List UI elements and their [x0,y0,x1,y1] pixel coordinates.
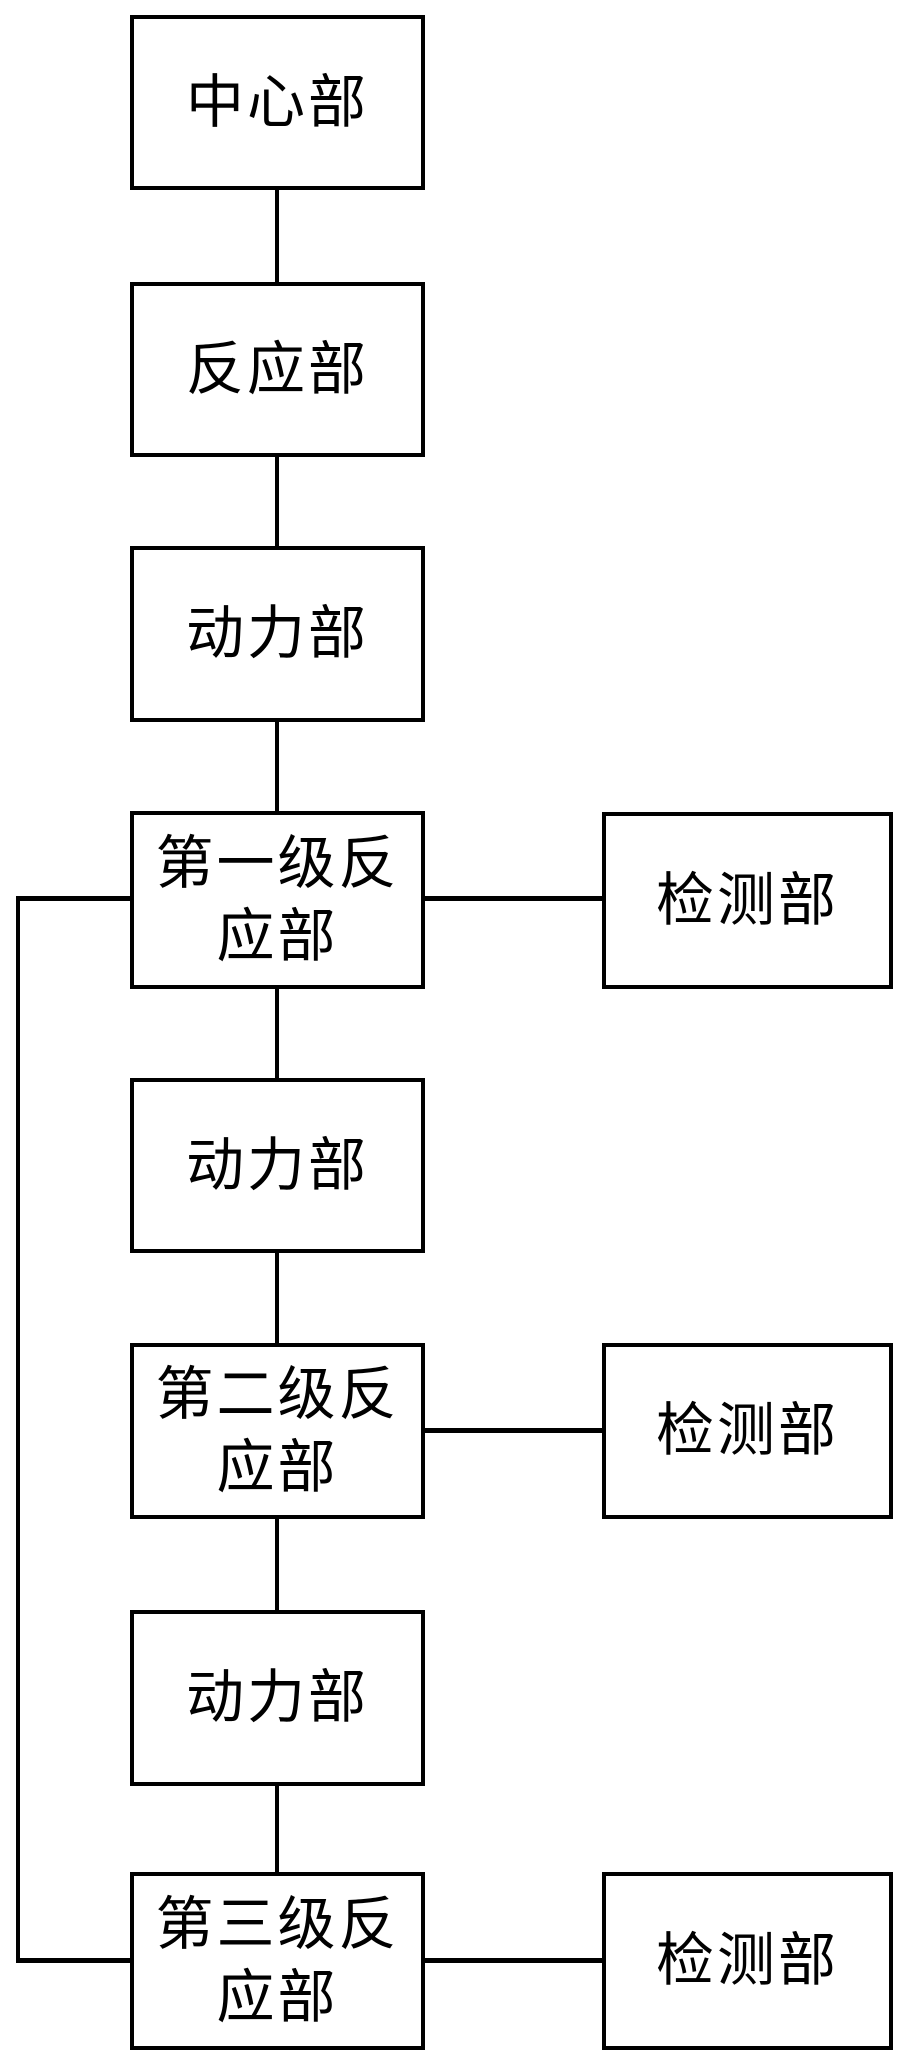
node-detection-unit-3-label: 检测部 [655,1928,839,1994]
node-detection-unit-2-label: 检测部 [655,1398,839,1464]
node-stage1-reaction-unit-label: 第一级反 应部 [155,830,400,969]
node-center-unit-label: 中心部 [185,69,369,135]
node-power-unit-1: 动力部 [130,546,425,722]
node-center-unit: 中心部 [130,15,425,190]
connector-stage3-to-detection3 [425,1958,602,1963]
connector-power3-to-stage3 [275,1786,279,1872]
node-detection-unit-2: 检测部 [602,1343,893,1519]
feedback-line-vertical-segment [16,896,20,1963]
node-stage1-reaction-unit: 第一级反 应部 [130,811,425,989]
node-reaction-unit-label: 反应部 [185,336,369,402]
node-power-unit-2: 动力部 [130,1078,425,1253]
node-stage2-reaction-unit: 第二级反 应部 [130,1343,425,1519]
feedback-line-bottom-segment [16,1958,130,1963]
node-stage3-reaction-unit: 第三级反 应部 [130,1872,425,2050]
node-power-unit-3-label: 动力部 [185,1665,369,1731]
node-stage2-reaction-unit-label: 第二级反 应部 [155,1361,400,1500]
connector-stage2-to-detection2 [425,1428,602,1433]
connector-stage1-to-detection1 [425,896,602,901]
feedback-line-top-segment [16,896,130,901]
connector-stage2-to-power3 [275,1519,279,1610]
node-power-unit-1-label: 动力部 [185,601,369,667]
node-detection-unit-1: 检测部 [602,812,893,989]
connector-reaction-to-power1 [275,457,279,546]
connector-power1-to-stage1 [275,722,279,811]
node-detection-unit-1-label: 检测部 [655,867,839,933]
connector-center-to-reaction [275,190,279,282]
node-stage3-reaction-unit-label: 第三级反 应部 [155,1891,400,2030]
node-reaction-unit: 反应部 [130,282,425,457]
node-power-unit-2-label: 动力部 [185,1132,369,1198]
node-detection-unit-3: 检测部 [602,1872,893,2050]
node-power-unit-3: 动力部 [130,1610,425,1786]
connector-power2-to-stage2 [275,1253,279,1343]
connector-stage1-to-power2 [275,989,279,1078]
